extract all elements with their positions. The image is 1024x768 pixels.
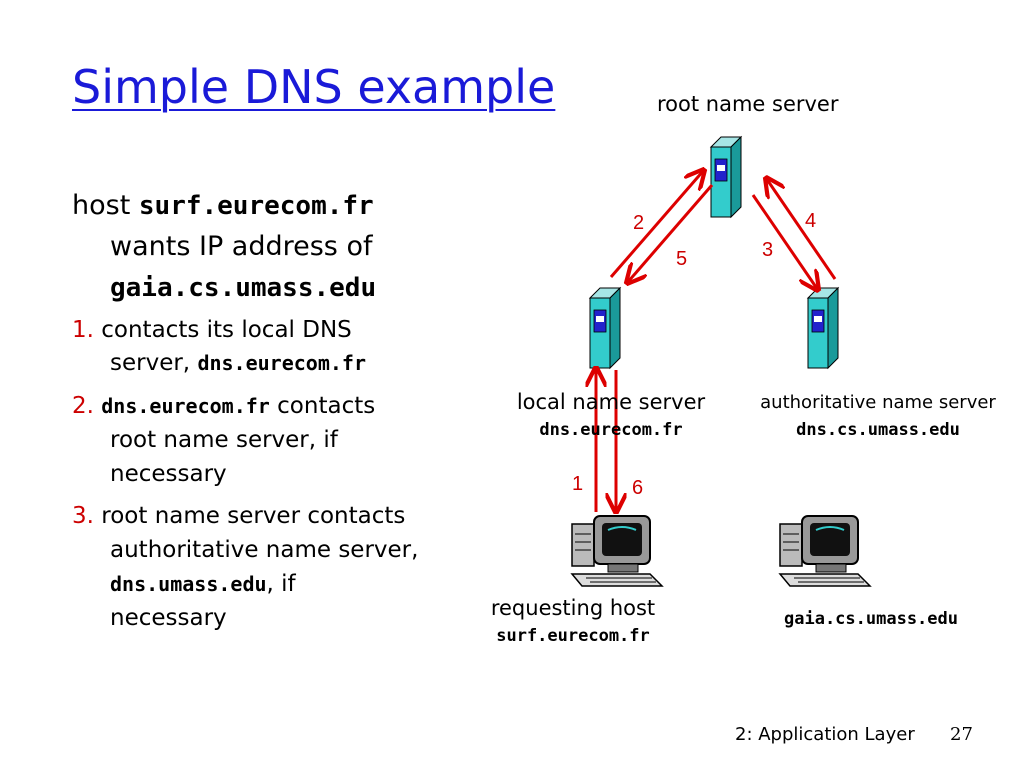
step-2-line-2: root name server, if: [110, 427, 338, 453]
intro-host: surf.eurecom.fr: [138, 191, 374, 221]
step-1-line-1: 1. contacts its local DNS: [72, 317, 352, 343]
intro-middle: wants IP address of: [110, 231, 373, 262]
step-3-line-3: dns.umass.edu, if: [110, 571, 296, 597]
step-3-line-4: necessary: [110, 605, 227, 631]
arrow-2: [609, 170, 704, 278]
step-number: 3.: [72, 503, 94, 529]
step-host: dns.eurecom.fr: [197, 351, 367, 375]
step-1-line-2: server, dns.eurecom.fr: [110, 350, 366, 376]
step-text: server,: [110, 350, 191, 376]
arrow-3: [751, 194, 818, 290]
step-2-line-1: 2. dns.eurecom.fr contacts: [72, 393, 375, 419]
arrow-label-5: 5: [676, 248, 687, 270]
local-server-icon: [589, 287, 621, 369]
step-number: 2.: [72, 393, 94, 419]
step-3-line-1: 3. root name server contacts: [72, 503, 405, 529]
intro-prefix: host: [72, 190, 131, 221]
requesting-host-name: surf.eurecom.fr: [496, 626, 650, 646]
footer-chapter: 2: Application Layer: [735, 724, 915, 745]
step-text: contacts its local DNS: [101, 317, 352, 343]
requesting-host-computer-icon: [571, 515, 663, 587]
arrow-label-3: 3: [762, 239, 773, 261]
step-text: , if: [266, 571, 296, 597]
step-host: dns.umass.edu: [110, 572, 267, 596]
root-server-label: root name server: [657, 92, 839, 116]
step-text: contacts: [277, 393, 376, 419]
slide-title: Simple DNS example: [72, 60, 556, 114]
local-server-host: dns.eurecom.fr: [539, 420, 683, 440]
local-server-label: local name server: [516, 390, 706, 414]
intro-line-2: wants IP address of: [110, 231, 373, 262]
target-host-computer-icon: [779, 515, 871, 587]
authoritative-server-icon: [807, 287, 839, 369]
arrow-4: [766, 178, 837, 280]
step-2-line-3: necessary: [110, 461, 227, 487]
authoritative-server-label: authoritative name server: [760, 392, 996, 413]
arrow-label-1: 1: [572, 473, 583, 495]
step-3-line-2: authoritative name server,: [110, 537, 419, 563]
arrow-label-4: 4: [805, 210, 816, 232]
target-host-name: gaia.cs.umass.edu: [784, 609, 958, 629]
intro-line-3: gaia.cs.umass.edu: [110, 272, 376, 303]
authoritative-server-host: dns.cs.umass.edu: [796, 420, 960, 440]
intro-target: gaia.cs.umass.edu: [110, 273, 377, 303]
intro-line-1: host surf.eurecom.fr: [72, 190, 374, 221]
arrow-5: [627, 184, 714, 283]
arrow-label-6: 6: [632, 477, 643, 499]
step-text: root name server contacts: [101, 503, 406, 529]
requesting-host-label: requesting host: [490, 596, 656, 620]
root-server-icon: [710, 136, 742, 218]
arrow-label-2: 2: [633, 212, 644, 234]
step-host: dns.eurecom.fr: [101, 394, 270, 418]
step-number: 1.: [72, 317, 94, 343]
page-number: 27: [950, 724, 973, 745]
